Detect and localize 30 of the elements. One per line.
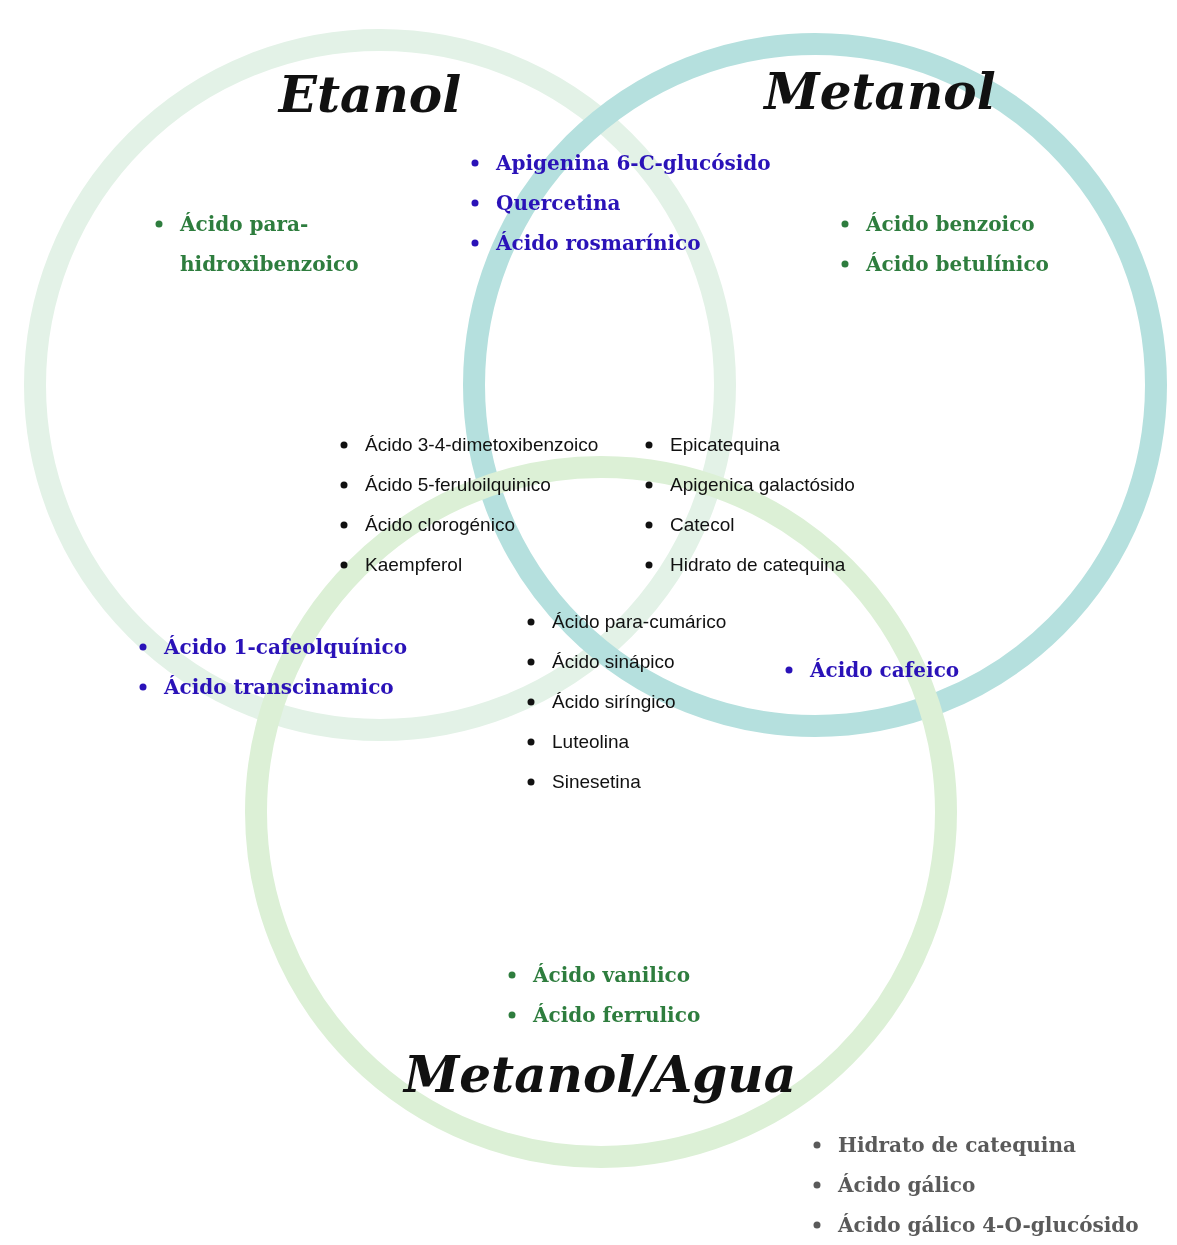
list-item: Ácido siríngico: [552, 691, 676, 712]
list-item: Ácido para-cumárico: [552, 611, 727, 632]
set-title: Metanol/Agua: [403, 1045, 797, 1104]
list-item: Ácido 3-4-dimetoxibenzoico: [365, 434, 599, 455]
list-item: Ácido transcinamico: [164, 675, 394, 699]
list-item: Ácido para- hidroxibenzoico: [180, 212, 359, 276]
list-item: Epicatequina: [670, 434, 780, 455]
list-item: Ácido 1-cafeolquínico: [164, 635, 407, 659]
list-item: Ácido benzoico: [866, 212, 1035, 236]
list-item: Ácido 5-feruloilquinico: [365, 474, 551, 495]
list-item: Hidrato de catequina: [670, 554, 846, 575]
list-item: Hidrato de catequina: [838, 1133, 1076, 1157]
list-item: Ácido betulínico: [866, 252, 1049, 276]
list-item: Ácido ferrulico: [533, 1003, 701, 1027]
list-item: Ácido gálico 4-O-glucósido: [838, 1213, 1139, 1237]
list-item: Sinesetina: [552, 771, 641, 792]
list-item: Ácido sinápico: [552, 651, 675, 672]
list-item: Luteolina: [552, 731, 630, 752]
list-item: Ácido cafeico: [810, 658, 960, 682]
list-item: Ácido rosmarínico: [496, 231, 701, 255]
list-item: Ácido vanilico: [533, 963, 690, 987]
list-item: Apigenica galactósido: [670, 474, 855, 495]
list-item: Kaempferol: [365, 554, 463, 575]
list-item: Ácido gálico: [838, 1173, 976, 1197]
set-title: Metanol: [764, 62, 996, 121]
list-item: Catecol: [670, 514, 735, 535]
list-item: Apigenina 6-C-glucósido: [496, 151, 771, 175]
list-item: Ácido clorogénico: [365, 514, 515, 535]
set-title: Etanol: [278, 65, 462, 124]
list-item: Quercetina: [496, 191, 621, 215]
